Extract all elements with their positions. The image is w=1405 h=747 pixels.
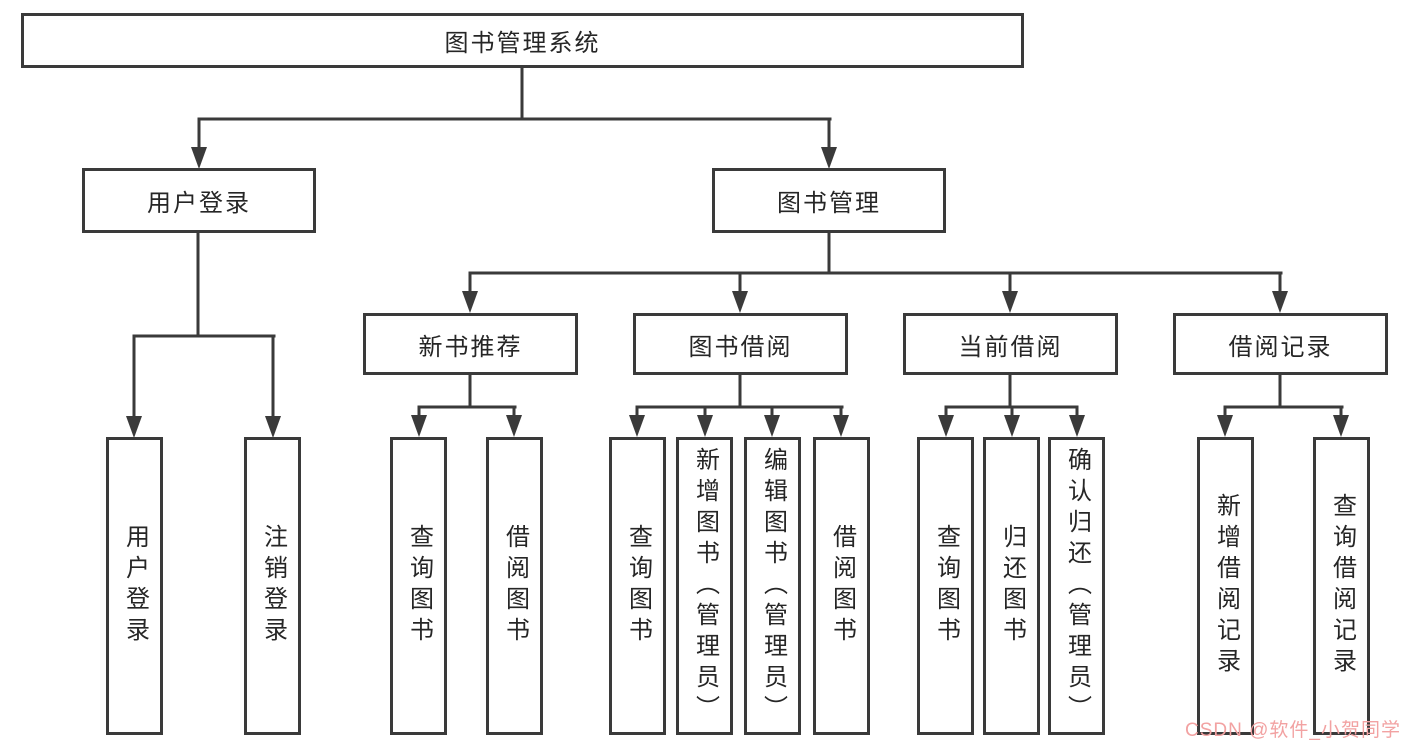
connector-userlogin-to-leaves (132, 231, 276, 420)
arrow-down-icon (764, 415, 780, 437)
leaf-query-books-3: 查询图书 (917, 437, 974, 735)
arrow-down-icon (126, 416, 142, 438)
node-current-borrowing: 当前借阅 (903, 313, 1118, 375)
connector-records-to-leaves (1223, 373, 1344, 420)
connector-root-to-level2 (197, 66, 832, 152)
arrow-down-icon (506, 415, 522, 437)
leaf-query-borrow-record: 查询借阅记录 (1313, 437, 1370, 735)
arrow-down-icon (697, 415, 713, 437)
arrow-down-icon (1217, 415, 1233, 437)
leaf-user-login: 用户登录 (106, 437, 163, 735)
arrow-down-icon (732, 291, 748, 313)
connector-borrow-to-leaves (635, 373, 844, 420)
arrow-down-icon (265, 416, 281, 438)
arrow-down-icon (833, 415, 849, 437)
connector-newbook-to-leaves (417, 373, 517, 420)
arrow-down-icon (938, 415, 954, 437)
leaf-query-books-1: 查询图书 (390, 437, 447, 735)
leaf-confirm-return-admin: 确认归还（管理员） (1048, 437, 1105, 735)
leaf-add-borrow-record: 新增借阅记录 (1197, 437, 1254, 735)
leaf-borrow-books-2: 借阅图书 (813, 437, 870, 735)
node-book-management: 图书管理 (712, 168, 946, 233)
arrow-down-icon (411, 415, 427, 437)
arrow-down-icon (1002, 291, 1018, 313)
leaf-add-books-admin: 新增图书（管理员） (676, 437, 733, 735)
node-user-login: 用户登录 (82, 168, 316, 233)
arrow-down-icon (821, 147, 837, 169)
connector-bookmgmt-to-level3 (468, 231, 1283, 295)
arrow-down-icon (462, 291, 478, 313)
arrow-down-icon (629, 415, 645, 437)
leaf-edit-books-admin: 编辑图书（管理员） (744, 437, 801, 735)
node-book-borrowing: 图书借阅 (633, 313, 848, 375)
arrow-down-icon (1004, 415, 1020, 437)
csdn-watermark: CSDN @软件_小贺同学 (1185, 720, 1401, 741)
leaf-borrow-books-1: 借阅图书 (486, 437, 543, 735)
leaf-return-books: 归还图书 (983, 437, 1040, 735)
arrow-down-icon (191, 147, 207, 169)
node-library-management-system: 图书管理系统 (21, 13, 1024, 68)
leaf-query-books-2: 查询图书 (609, 437, 666, 735)
connector-current-to-leaves (944, 373, 1079, 420)
arrow-down-icon (1069, 415, 1085, 437)
arrow-down-icon (1272, 291, 1288, 313)
arrow-down-icon (1333, 415, 1349, 437)
leaf-logout: 注销登录 (244, 437, 301, 735)
node-borrowing-records: 借阅记录 (1173, 313, 1388, 375)
node-new-book-recommendation: 新书推荐 (363, 313, 578, 375)
